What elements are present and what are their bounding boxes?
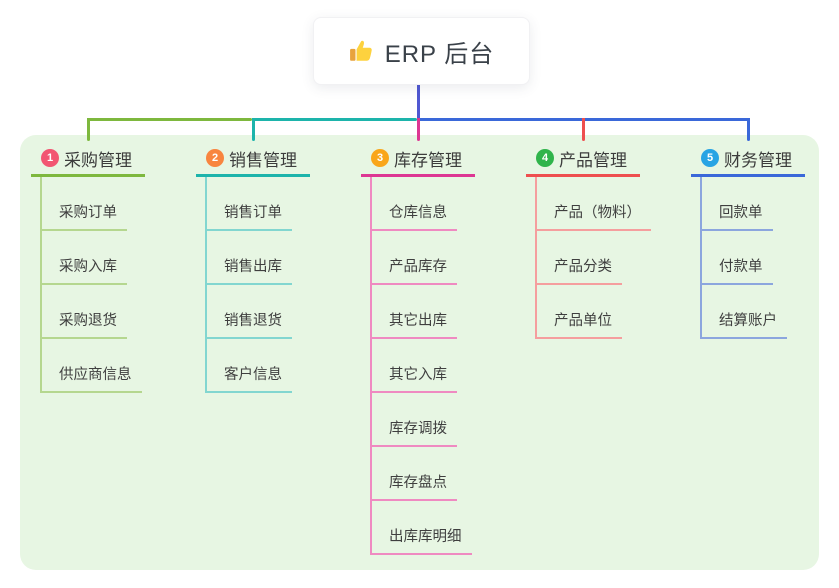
child-node[interactable]: 付款单 [702, 231, 773, 285]
branch-drop-line-1 [87, 118, 90, 141]
child-node[interactable]: 产品分类 [537, 231, 622, 285]
branch-head-3[interactable]: 3 库存管理 [361, 148, 475, 177]
branch-head-4[interactable]: 4 产品管理 [526, 148, 640, 177]
branch-title: 库存管理 [394, 150, 462, 170]
child-node[interactable]: 回款单 [702, 177, 773, 231]
branch-number-badge: 1 [41, 149, 59, 167]
child-node[interactable]: 产品单位 [537, 285, 622, 339]
child-node[interactable]: 供应商信息 [42, 339, 142, 393]
child-node[interactable]: 销售订单 [207, 177, 292, 231]
child-node-label: 付款单 [719, 259, 763, 275]
branch-3: 3 库存管理仓库信息产品库存其它出库其它入库库存调拨库存盘点出库库明细 [361, 148, 475, 555]
thumbs-up-icon [349, 38, 375, 64]
child-node-label: 出库库明细 [389, 529, 462, 545]
branch-children: 采购订单采购入库采购退货供应商信息 [40, 177, 145, 393]
child-node-label: 库存调拨 [389, 421, 447, 437]
root-title: ERP 后台 [384, 40, 495, 68]
child-node-label: 销售订单 [224, 205, 282, 221]
branch-number-badge: 2 [206, 149, 224, 167]
child-node-label: 销售退货 [224, 313, 282, 329]
child-node[interactable]: 库存盘点 [372, 447, 457, 501]
child-node-label: 供应商信息 [59, 367, 132, 383]
child-node[interactable]: 采购退货 [42, 285, 127, 339]
branch-1: 1 采购管理采购订单采购入库采购退货供应商信息 [31, 148, 145, 393]
child-node-label: 采购入库 [59, 259, 117, 275]
branch-4: 4 产品管理产品（物料） 产品分类产品单位 [526, 148, 651, 339]
branch-title: 财务管理 [724, 150, 792, 170]
child-node[interactable]: 产品（物料） [537, 177, 651, 231]
child-node-label: 采购订单 [59, 205, 117, 221]
child-node-label: 客户信息 [224, 367, 282, 383]
child-node-label: 仓库信息 [389, 205, 447, 221]
branch-drop-line-3 [417, 118, 420, 141]
child-node-label: 其它入库 [389, 367, 447, 383]
branches-panel [20, 135, 819, 570]
child-node[interactable]: 仓库信息 [372, 177, 457, 231]
child-node-label: 产品单位 [554, 313, 612, 329]
bus-segment-left [87, 118, 252, 121]
child-node-label: 产品分类 [554, 259, 612, 275]
child-node[interactable]: 销售退货 [207, 285, 292, 339]
branch-children: 回款单付款单结算账户 [700, 177, 805, 339]
child-node[interactable]: 产品库存 [372, 231, 457, 285]
child-node[interactable]: 出库库明细 [372, 501, 472, 555]
child-node[interactable]: 结算账户 [702, 285, 787, 339]
child-node[interactable]: 客户信息 [207, 339, 292, 393]
branch-number-badge: 5 [701, 149, 719, 167]
child-node[interactable]: 采购入库 [42, 231, 127, 285]
child-node-label: 销售出库 [224, 259, 282, 275]
child-node-label: 产品库存 [389, 259, 447, 275]
branch-number-badge: 4 [536, 149, 554, 167]
branch-children: 仓库信息产品库存其它出库其它入库库存调拨库存盘点出库库明细 [370, 177, 475, 555]
child-node[interactable]: 其它入库 [372, 339, 457, 393]
branch-head-2[interactable]: 2 销售管理 [196, 148, 310, 177]
branch-number-badge: 3 [371, 149, 389, 167]
branch-children: 销售订单销售出库销售退货客户信息 [205, 177, 310, 393]
child-node[interactable]: 库存调拨 [372, 393, 457, 447]
child-node-label: 其它出库 [389, 313, 447, 329]
child-node-label: 库存盘点 [389, 475, 447, 491]
branch-drop-line-5 [747, 118, 750, 141]
child-node-label: 采购退货 [59, 313, 117, 329]
root-stem-line [417, 83, 420, 121]
child-node[interactable]: 其它出库 [372, 285, 457, 339]
branch-head-5[interactable]: 5 财务管理 [691, 148, 805, 177]
bus-segment-center [252, 118, 417, 121]
root-node-erp[interactable]: ERP 后台 [313, 17, 530, 85]
branch-5: 5 财务管理回款单付款单结算账户 [691, 148, 805, 339]
branch-title: 销售管理 [229, 150, 297, 170]
branch-drop-line-2 [252, 118, 255, 141]
branch-2: 2 销售管理销售订单销售出库销售退货客户信息 [196, 148, 310, 393]
branch-title: 产品管理 [559, 150, 627, 170]
branch-drop-line-4 [582, 118, 585, 141]
child-node-label: 回款单 [719, 205, 763, 221]
branch-children: 产品（物料） 产品分类产品单位 [535, 177, 651, 339]
child-node[interactable]: 采购订单 [42, 177, 127, 231]
branch-head-1[interactable]: 1 采购管理 [31, 148, 145, 177]
child-node-label: 产品（物料） [554, 205, 641, 221]
child-node[interactable]: 销售出库 [207, 231, 292, 285]
branch-title: 采购管理 [64, 150, 132, 170]
child-node-label: 结算账户 [719, 313, 777, 329]
